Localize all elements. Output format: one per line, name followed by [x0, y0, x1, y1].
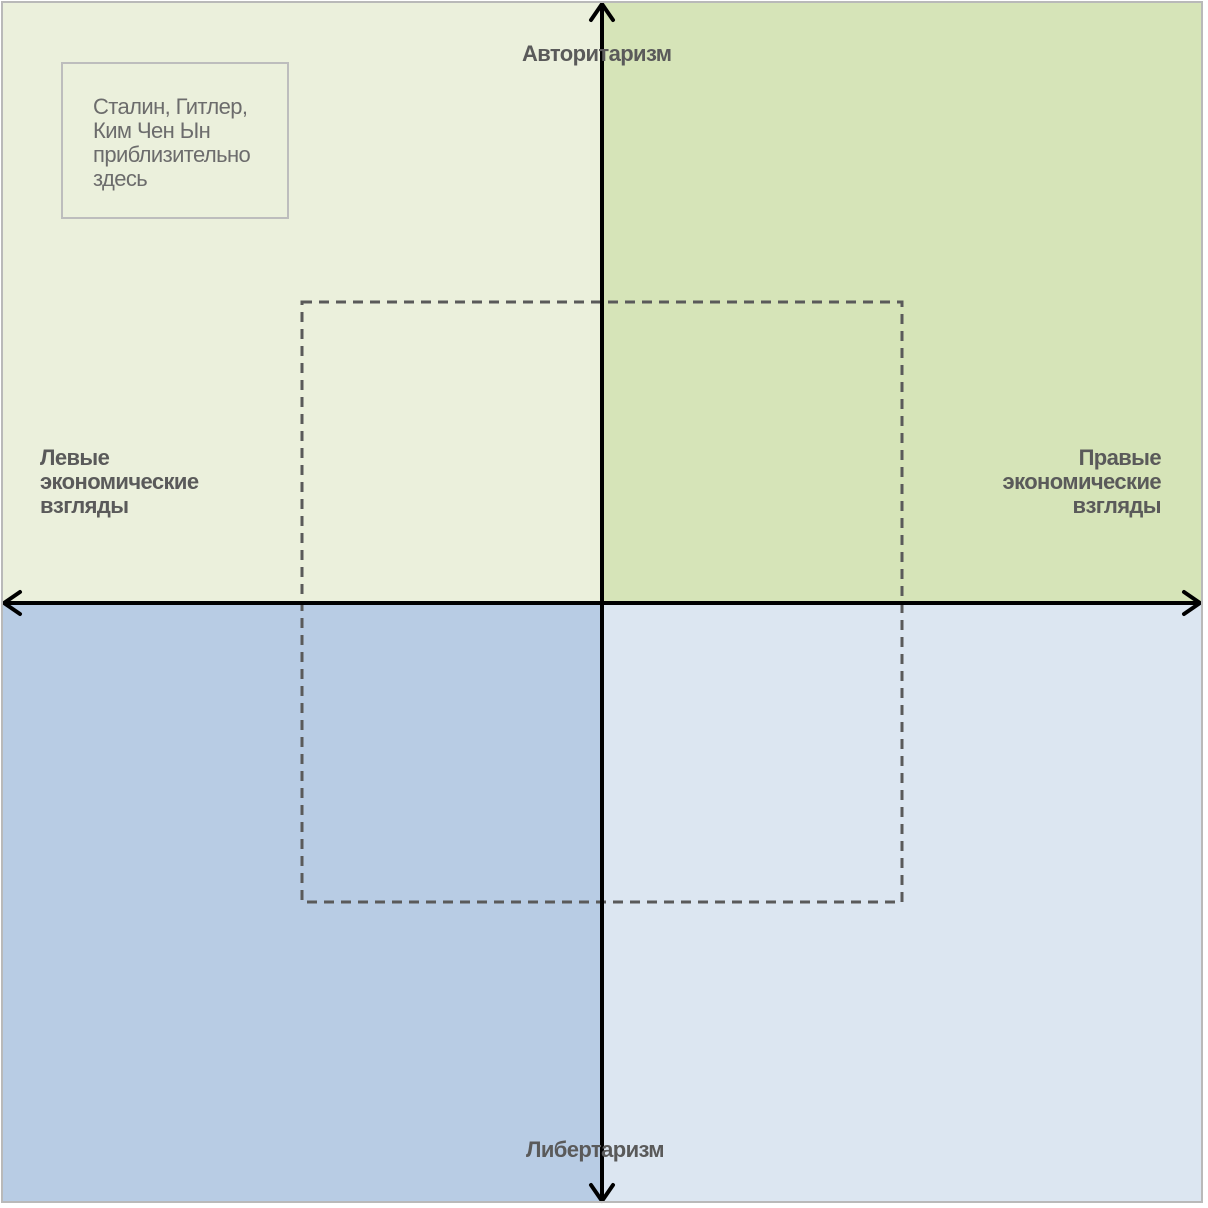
arrow-left-icon — [2, 590, 22, 616]
label-libertarianism: Либертаризм — [526, 1137, 665, 1162]
label-left-economic-views: Левые экономические взгляды — [40, 445, 199, 518]
label-right-economic-views: Правые экономические взгляды — [1002, 445, 1162, 518]
label-authoritarianism: Авторитаризм — [522, 41, 672, 66]
note-box: Сталин, Гитлер, Ким Чен Ын приблизительн… — [61, 62, 289, 219]
note-text: Сталин, Гитлер, Ким Чен Ын приблизительн… — [93, 94, 251, 191]
arrow-right-icon — [1182, 590, 1202, 616]
arrow-up-icon — [589, 2, 615, 22]
